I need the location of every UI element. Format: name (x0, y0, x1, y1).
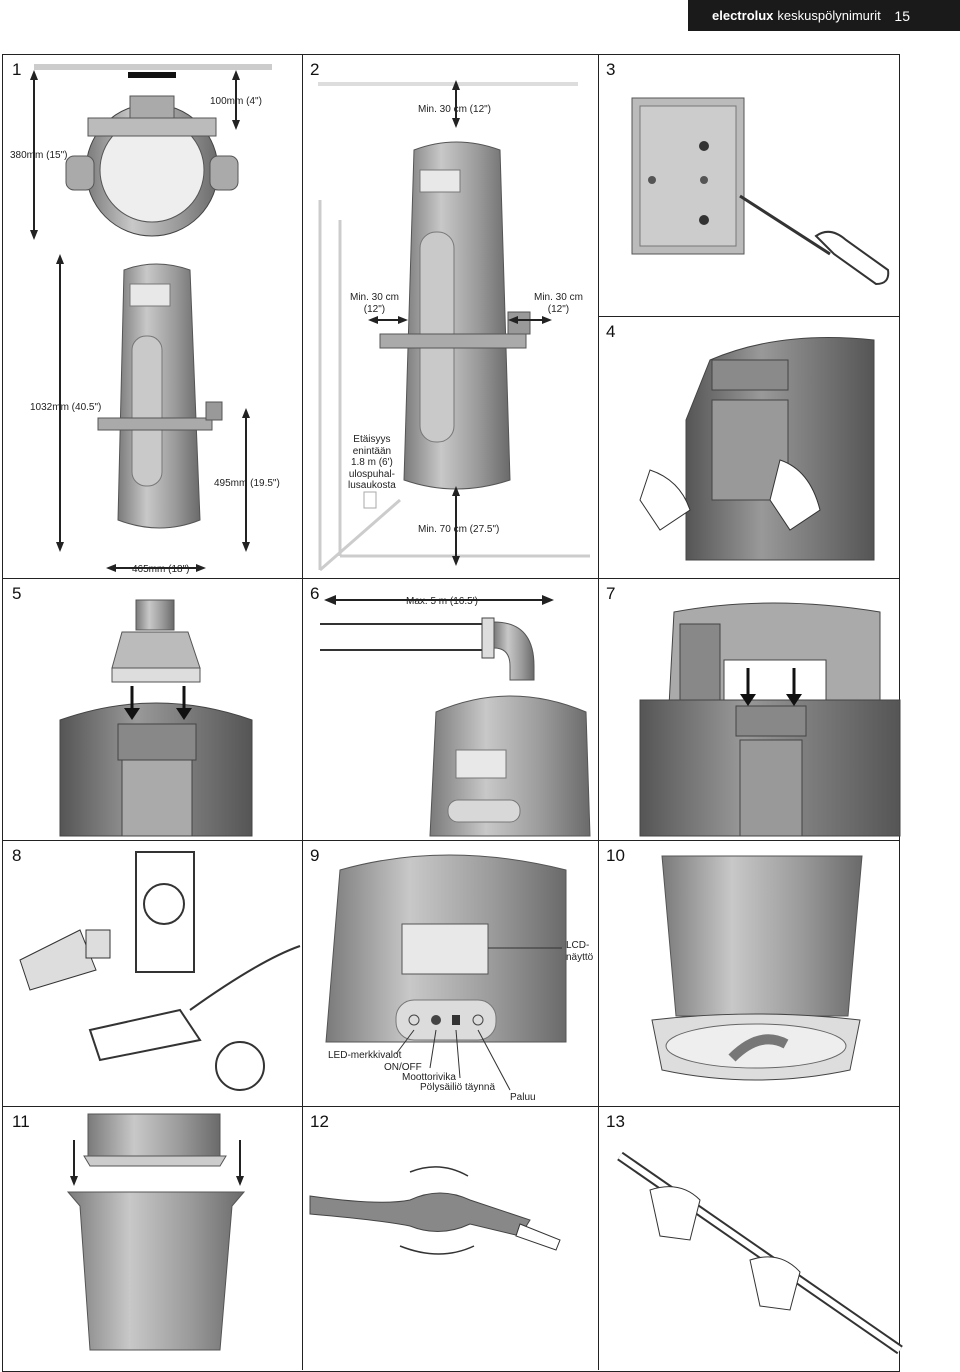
onoff-label: ON/OFF (384, 1062, 422, 1073)
panel5-attach-inlet (59, 599, 253, 837)
grid-line (2, 578, 900, 579)
panel-number-6: 6 (310, 584, 320, 603)
panel7-cover (639, 602, 901, 837)
panel11-dust-container (66, 1113, 246, 1351)
dim-1032mm: 1032mm (40.5") (30, 402, 102, 413)
dim-380mm: 380mm (15") (10, 150, 68, 161)
dim-max5m: Max. 5 m (16.5') (406, 596, 478, 607)
dim-min70: Min. 70 cm (27.5") (418, 524, 500, 535)
panel9-control-panel (325, 854, 567, 1091)
panel-number-5: 5 (12, 584, 22, 603)
dim-min30-top: Min. 30 cm (12") (418, 104, 492, 115)
panel1-unit-side (56, 254, 250, 572)
panel-number-4: 4 (606, 322, 616, 341)
panel8-hose-inlet (19, 851, 301, 1091)
brand-name: electrolux (712, 8, 774, 23)
panel-number-3: 3 (606, 60, 616, 79)
panel-number-2: 2 (310, 60, 320, 79)
grid-line (302, 54, 303, 1370)
panel-number-1: 1 (12, 60, 22, 79)
grid-line (598, 54, 599, 1370)
dust-full-label: Pölysäiliö täynnä (420, 1082, 496, 1093)
panel10-unit-bottom (651, 855, 863, 1081)
grid-line (2, 840, 900, 841)
panel-number-11: 11 (12, 1112, 30, 1131)
dim-495mm: 495mm (19.5") (214, 478, 280, 489)
panel13-wand (617, 1151, 903, 1355)
panel2-clearance-view (318, 80, 590, 572)
panel-number-9: 9 (310, 846, 320, 865)
dim-465mm: 465mm (18") (132, 564, 190, 575)
led-label: LED-merkkivalot (328, 1050, 402, 1061)
exhaust-distance-note: Etäisyys enintään 1.8 m (6') ulospuhal- … (348, 434, 396, 491)
return-label: Paluu (510, 1092, 536, 1103)
dim-min30-left: Min. 30 cm (12") (350, 292, 399, 315)
dim-100mm: 100mm (4") (210, 96, 262, 107)
panel-number-12: 12 (310, 1112, 329, 1131)
panel-number-8: 8 (12, 846, 22, 865)
panel3-wall-bracket (631, 97, 890, 286)
panel-number-13: 13 (606, 1112, 625, 1131)
grid-line (598, 316, 900, 317)
lcd-label: LCD- näyttö (566, 940, 594, 963)
panel1-top-view (30, 64, 272, 240)
panel12-hose (309, 1166, 561, 1255)
dim-min30-right: Min. 30 cm (12") (534, 292, 583, 315)
panel4-mounting (639, 337, 875, 561)
header-title: keskuspölynimurit (777, 8, 881, 23)
motor-fault-label: Moottorivika (402, 1072, 456, 1083)
panel-number-7: 7 (606, 584, 616, 603)
panel-number-10: 10 (606, 846, 625, 865)
page-number: 15 (894, 7, 910, 24)
grid-line (2, 1106, 900, 1107)
page-header: electrolux keskuspölynimurit 15 (688, 0, 960, 31)
panel6-exhaust-pipe (320, 595, 591, 837)
